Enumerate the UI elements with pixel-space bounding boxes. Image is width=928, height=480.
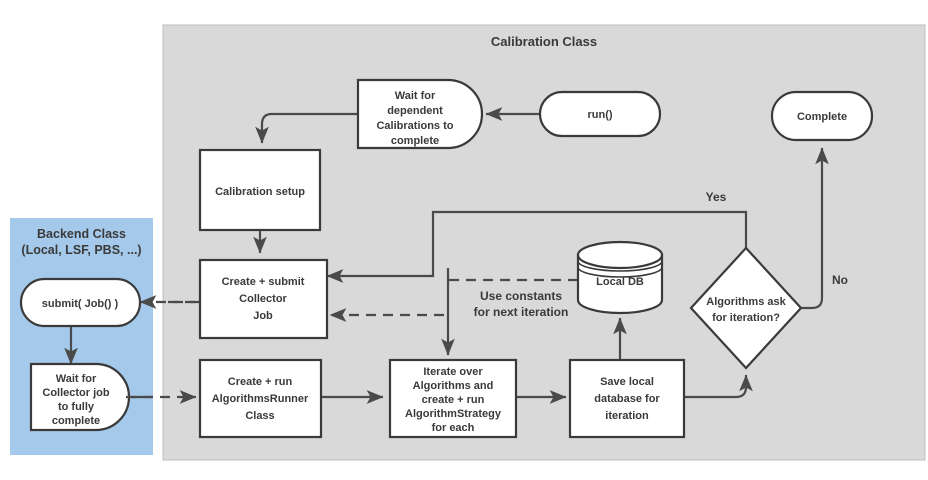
node-create-submit-collector[interactable]: Create + submit Collector Job [198,258,329,340]
node-wait-dependent-line2: dependent [387,105,443,117]
edge-save-local-database-to-algorithms-ask [684,374,753,399]
node-submit-job[interactable]: submit( Job() ) [19,277,142,328]
node-complete[interactable]: Complete [770,90,874,142]
node-iterate-algorithms-line1: Iterate over [423,366,483,378]
node-iterate-algorithms-line5: for each [432,422,475,434]
node-algorithms-ask[interactable]: Algorithms ask for iteration? [689,246,803,370]
node-wait-dependent[interactable]: Wait for dependent Calibrations to compl… [356,78,484,150]
node-create-run-algorithmsrunner-line3: Class [245,410,274,422]
node-save-local-database[interactable]: Save local database for iteration [568,358,686,439]
group-backend-class-title-line1: Backend Class [37,227,126,241]
group-backend-class-title-line2: (Local, LSF, PBS, ...) [21,243,141,257]
edge-algorithms-ask-no-to-complete [799,147,829,310]
node-wait-dependent-line4: complete [391,135,439,147]
node-local-db[interactable]: Local DB [576,240,664,315]
edge-algorithms-ask-yes-to-create-submit-collector [326,210,748,283]
edge-wait-dependent-to-calibration-setup [255,112,358,144]
node-wait-collector-line3: to fully [58,401,95,413]
node-wait-collector-line1: Wait for [56,373,97,385]
edge-label-yes: Yes [706,190,727,204]
node-save-local-database-line1: Save local [600,376,654,388]
node-local-db-label: Local DB [596,276,644,288]
node-create-submit-collector-line3: Job [253,310,273,322]
node-submit-job-label: submit( Job() ) [42,298,119,310]
node-wait-collector[interactable]: Wait for Collector job to fully complete [29,362,131,432]
node-create-submit-collector-line1: Create + submit [222,276,305,288]
group-calibration-class-title: Calibration Class [491,34,597,49]
node-create-run-algorithmsrunner-line2: AlgorithmsRunner [212,393,309,405]
node-save-local-database-line3: iteration [605,410,649,422]
node-run[interactable]: run() [538,90,662,138]
node-calibration-setup-label: Calibration setup [215,186,305,198]
edge-label-use-constants-line1: Use constants [480,289,562,303]
edge-label-no: No [832,273,848,287]
node-create-run-algorithmsrunner[interactable]: Create + run AlgorithmsRunner Class [198,358,323,439]
node-iterate-algorithms[interactable]: Iterate over Algorithms and create + run… [388,358,518,439]
node-iterate-algorithms-line3: create + run [422,394,485,406]
node-iterate-algorithms-line4: AlgorithmStrategy [405,408,502,420]
node-wait-dependent-line3: Calibrations to [376,120,453,132]
node-run-label: run() [587,109,612,121]
node-create-submit-collector-line2: Collector [239,293,287,305]
node-iterate-algorithms-line2: Algorithms and [413,380,494,392]
node-complete-label: Complete [797,111,847,123]
node-create-run-algorithmsrunner-line1: Create + run [228,376,293,388]
node-wait-collector-line4: complete [52,415,100,427]
node-save-local-database-line2: database for [594,393,660,405]
node-wait-dependent-line1: Wait for [395,90,436,102]
node-algorithms-ask-line1: Algorithms ask [706,296,786,308]
node-wait-collector-line2: Collector job [42,387,110,399]
edge-label-use-constants-line2: for next iteration [474,305,569,319]
node-algorithms-ask-line2: for iteration? [712,312,780,324]
node-calibration-setup[interactable]: Calibration setup [198,148,322,232]
